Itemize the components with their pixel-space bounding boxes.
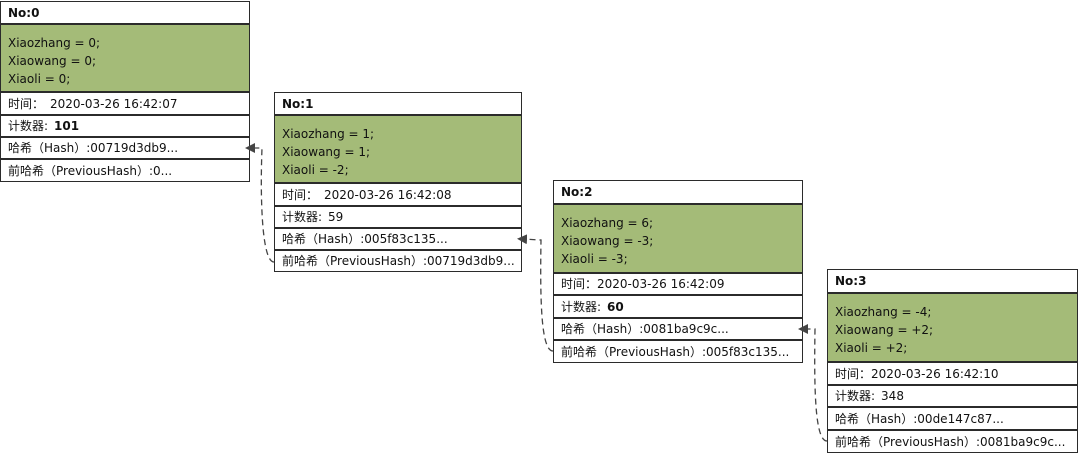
hash-label: 哈希（Hash） — [282, 232, 361, 246]
prev-hash-value: :00719d3db9... — [422, 254, 515, 268]
block-data: Xiaozhang = -4; Xiaowang = +2; Xiaoli = … — [827, 293, 1078, 362]
counter-value: 59 — [328, 210, 344, 224]
time-row: 时间： 2020-03-26 16:42:10 — [827, 362, 1078, 385]
block-data: Xiaozhang = 0; Xiaowang = 0; Xiaoli = 0; — [0, 24, 250, 92]
link-arrow-2-to-1 — [517, 234, 554, 352]
hash-row: 哈希（Hash） :0081ba9c9c... — [553, 318, 803, 340]
prev-hash-value: :0081ba9c9c... — [975, 434, 1066, 449]
block-title: No:0 — [0, 1, 250, 24]
data-line: Xiaozhang = 6; — [561, 216, 654, 230]
counter-label: 计数器: — [8, 119, 49, 133]
prev-hash-label: 前哈希（PreviousHash） — [8, 163, 149, 178]
counter-label: 计数器: — [561, 299, 602, 314]
time-row: 时间： 2020-03-26 16:42:09 — [553, 273, 803, 295]
block-title: No:3 — [827, 269, 1078, 293]
hash-label: 哈希（Hash） — [561, 322, 640, 336]
counter-row: 计数器: 101 — [0, 115, 250, 137]
data-line: Xiaozhang = -4; — [835, 305, 932, 319]
time-row: 时间： 2020-03-26 16:42:07 — [0, 92, 250, 115]
data-line: Xiaowang = +2; — [835, 323, 934, 337]
block-3: No:3 Xiaozhang = -4; Xiaowang = +2; Xiao… — [827, 269, 1078, 453]
block-title: No:1 — [274, 92, 522, 115]
prev-hash-row: 前哈希（PreviousHash） :00719d3db9... — [274, 250, 522, 272]
hash-label: 哈希（Hash） — [835, 411, 914, 426]
counter-row: 计数器: 59 — [274, 206, 522, 228]
hash-value: :0081ba9c9c... — [639, 322, 729, 336]
prev-hash-label: 前哈希（PreviousHash） — [282, 254, 423, 268]
block-title: No:2 — [553, 180, 803, 204]
time-value: 2020-03-26 16:42:07 — [50, 96, 178, 111]
data-line: Xiaoli = +2; — [835, 341, 908, 355]
counter-label: 计数器: — [835, 389, 876, 403]
prev-hash-row: 前哈希（PreviousHash） :005f83c135... — [553, 340, 803, 363]
link-arrow-3-to-2 — [798, 324, 828, 442]
block-0: No:0 Xiaozhang = 0; Xiaowang = 0; Xiaoli… — [0, 1, 250, 182]
data-line: Xiaowang = -3; — [561, 234, 654, 248]
time-label: 时间： — [282, 187, 319, 202]
hash-row: 哈希（Hash） :00de147c87... — [827, 407, 1078, 430]
hash-row: 哈希（Hash） :005f83c135... — [274, 228, 522, 250]
prev-hash-row: 前哈希（PreviousHash） :0... — [0, 159, 250, 182]
time-value: 2020-03-26 16:42:10 — [871, 366, 999, 381]
hash-value: :005f83c135... — [360, 232, 448, 246]
prev-hash-label: 前哈希（PreviousHash） — [835, 434, 976, 449]
prev-hash-row: 前哈希（PreviousHash） :0081ba9c9c... — [827, 430, 1078, 453]
data-line: Xiaoli = -2; — [282, 163, 349, 177]
time-label: 时间： — [8, 96, 45, 111]
counter-label: 计数器: — [282, 210, 323, 224]
counter-row: 计数器: 348 — [827, 385, 1078, 407]
hash-label: 哈希（Hash） — [8, 141, 87, 155]
time-label: 时间： — [561, 277, 598, 291]
hash-value: :00719d3db9... — [86, 141, 179, 155]
prev-hash-value: :005f83c135... — [701, 344, 790, 359]
time-value: 2020-03-26 16:42:08 — [324, 187, 452, 202]
counter-row: 计数器: 60 — [553, 295, 803, 318]
prev-hash-label: 前哈希（PreviousHash） — [561, 344, 702, 359]
link-arrow-1-to-0 — [245, 143, 275, 263]
data-line: Xiaozhang = 1; — [282, 127, 375, 141]
hash-row: 哈希（Hash） :00719d3db9... — [0, 137, 250, 159]
block-1: No:1 Xiaozhang = 1; Xiaowang = 1; Xiaoli… — [274, 92, 522, 272]
counter-value: 348 — [881, 389, 904, 403]
data-line: Xiaoli = -3; — [561, 252, 628, 266]
data-line: Xiaowang = 0; — [8, 54, 97, 68]
block-2: No:2 Xiaozhang = 6; Xiaowang = -3; Xiaol… — [553, 180, 803, 363]
data-line: Xiaowang = 1; — [282, 145, 371, 159]
hash-value: :00de147c87... — [913, 411, 1004, 426]
counter-value: 60 — [607, 299, 624, 314]
time-value: 2020-03-26 16:42:09 — [597, 277, 725, 291]
data-line: Xiaoli = 0; — [8, 72, 71, 86]
block-data: Xiaozhang = 1; Xiaowang = 1; Xiaoli = -2… — [274, 115, 522, 183]
data-line: Xiaozhang = 0; — [8, 36, 101, 50]
block-data: Xiaozhang = 6; Xiaowang = -3; Xiaoli = -… — [553, 204, 803, 273]
counter-value: 101 — [54, 119, 80, 133]
time-label: 时间： — [835, 366, 872, 381]
time-row: 时间： 2020-03-26 16:42:08 — [274, 183, 522, 206]
prev-hash-value: :0... — [148, 163, 173, 178]
